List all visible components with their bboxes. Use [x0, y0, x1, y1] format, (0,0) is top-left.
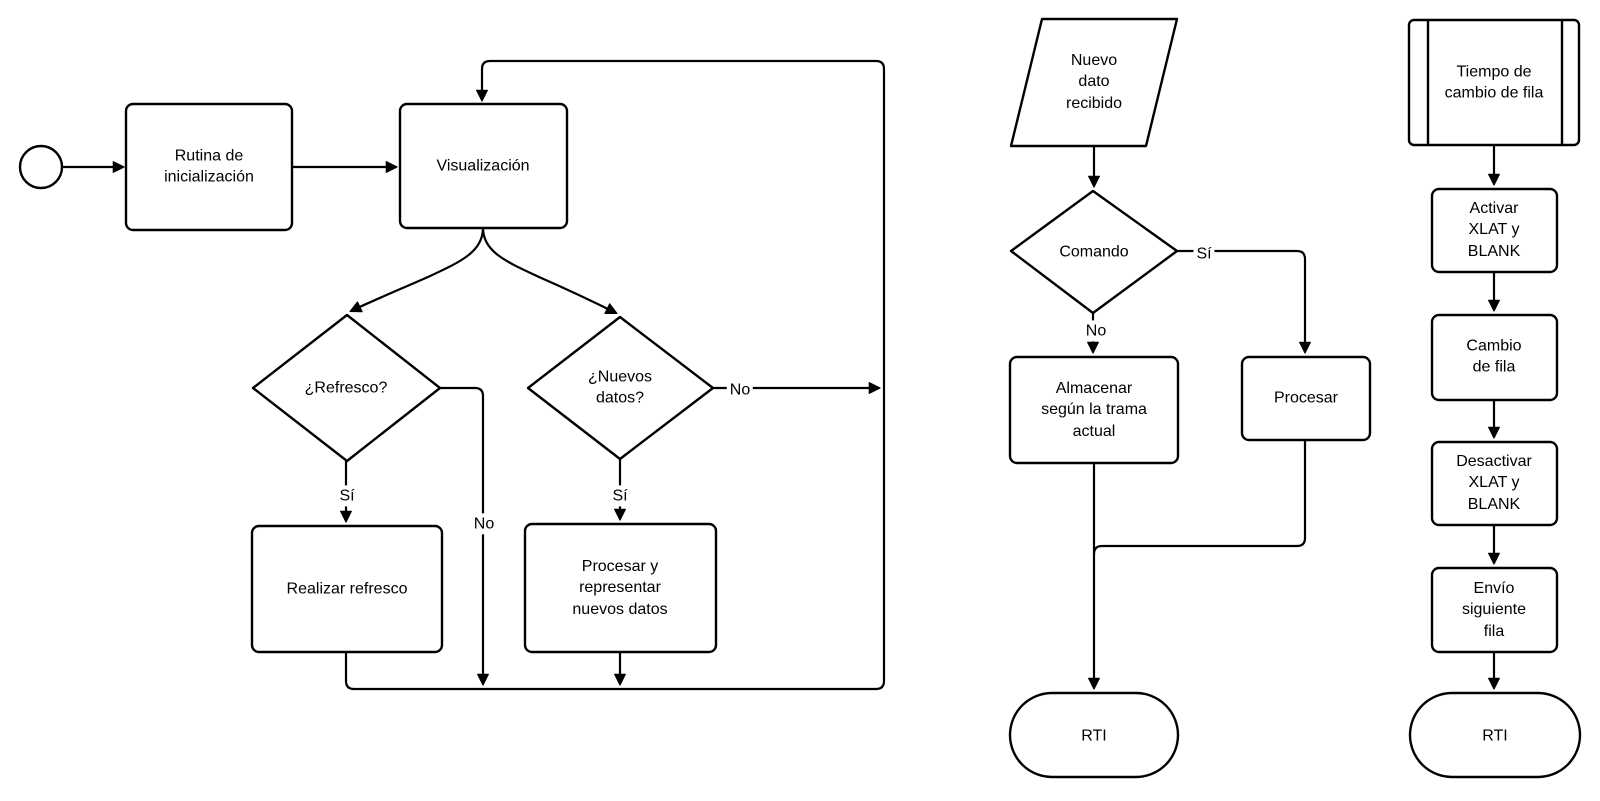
terminator-rti-right	[1408, 691, 1582, 779]
process-procesar-box	[1240, 355, 1372, 442]
decision-refresco-diamond	[251, 313, 442, 463]
edge-refresco-no	[440, 386, 489, 686]
process-envio-box	[1430, 566, 1559, 654]
edge-comando-si	[1177, 249, 1311, 354]
process-desactivar-box	[1430, 440, 1559, 527]
process-rutina-box	[124, 102, 294, 232]
process-cambio-fila-box	[1430, 313, 1559, 402]
edge-visualizacion-to-nuevos	[481, 227, 618, 315]
process-almacenar-box	[1008, 355, 1180, 465]
decision-nuevos-datos-diamond	[526, 315, 715, 461]
terminator-rti-middle	[1008, 691, 1180, 779]
edge-procesar-join	[1092, 440, 1307, 555]
decision-comando-diamond	[1009, 189, 1179, 315]
process-activar-box	[1430, 187, 1559, 274]
process-visualizacion-box	[398, 102, 569, 230]
start-circle	[18, 144, 64, 190]
io-nuevo-dato-parallelogram	[1009, 17, 1179, 148]
edge-visualizacion-to-refresco	[349, 227, 485, 313]
predefined-tiempo-box	[1407, 18, 1581, 147]
process-procesar-representar-box	[523, 522, 718, 654]
edge-loop-bottom-right-top	[344, 59, 886, 691]
process-realizar-refresco-box	[250, 524, 444, 654]
